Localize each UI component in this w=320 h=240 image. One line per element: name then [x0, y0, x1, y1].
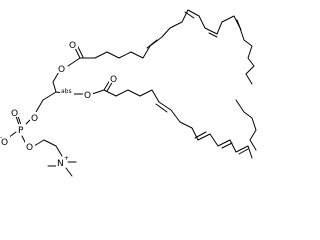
charge-minus: - — [0, 134, 2, 141]
atom-o-carbonyl-lower: O — [110, 75, 117, 85]
atom-o-bridge-choline: O — [26, 143, 33, 153]
atom-nitrogen: N — [57, 159, 64, 169]
double-bond-6 — [194, 131, 207, 139]
atom-o-ester-lower: O — [84, 91, 91, 101]
double-bond-8 — [238, 148, 249, 155]
stereo-label: abs — [61, 88, 72, 95]
charge-plus: + — [64, 155, 69, 162]
double-bond-2 — [184, 11, 195, 19]
double-bond-3 — [208, 32, 218, 38]
molecule-canvas: O O abs O O O O P O - O N + — [0, 9, 257, 177]
upper-acyl-chain — [94, 9, 255, 85]
atom-o-ester-upper: O — [58, 65, 65, 75]
atom-o-bridge-glycerol: O — [31, 114, 38, 124]
double-bond-4 — [236, 19, 242, 31]
lower-acyl-chain — [103, 89, 257, 159]
double-bond-1 — [146, 39, 158, 49]
double-bond-5 — [155, 103, 168, 113]
atom-o-phosphate-anion: O — [1, 138, 8, 148]
atom-o-carbonyl-upper: O — [69, 41, 76, 51]
atom-phosphorus: P — [18, 126, 24, 136]
atom-o-phosphoryl: O — [11, 109, 18, 119]
structural-formula: O O abs O O O O P O - O N + — [0, 9, 257, 177]
atom-labels: O O abs O O O O P O - O N + — [0, 39, 119, 169]
double-bond-7 — [221, 142, 233, 149]
